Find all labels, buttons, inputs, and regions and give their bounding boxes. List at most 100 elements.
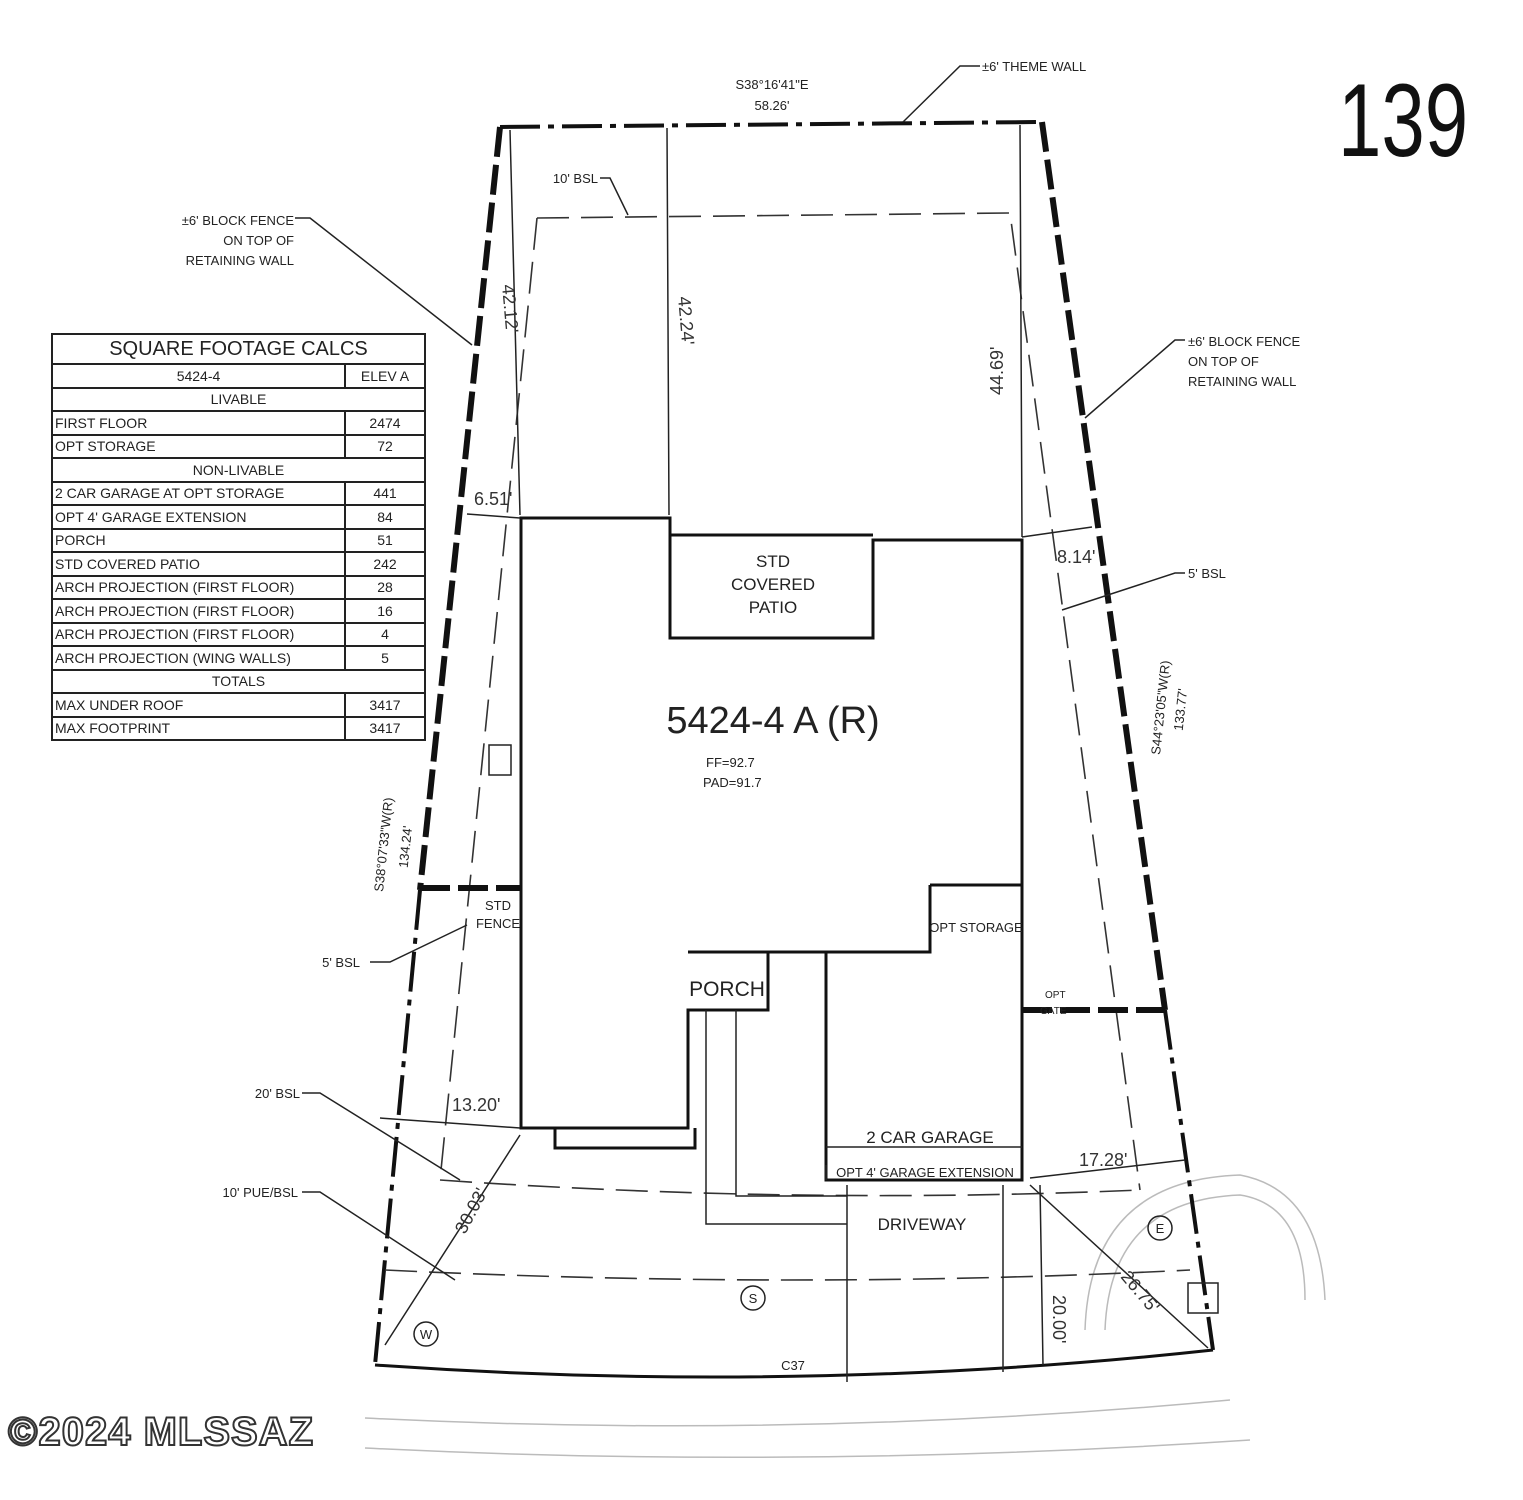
row-label: 2 CAR GARAGE AT OPT STORAGE [51, 480, 346, 506]
dim-17-28: 17.28' [1079, 1150, 1127, 1170]
table-title: SQUARE FOOTAGE CALCS [51, 333, 426, 365]
bearing-top: S38°16'41"E [735, 77, 808, 92]
water-marker-icon [413, 1321, 439, 1347]
bsl-5-left-callout: 5' BSL [322, 955, 360, 970]
block-fence-left-3: RETAINING WALL [186, 253, 294, 268]
dim-20-00: 20.00' [1049, 1295, 1069, 1343]
dim-42-24: 42.24' [674, 296, 698, 346]
row-label: PORCH [51, 527, 346, 553]
porch-label: PORCH [689, 978, 765, 1001]
row-value: 441 [344, 480, 426, 506]
row-value: 84 [344, 504, 426, 530]
bsl-10-top-callout: 10' BSL [553, 171, 598, 186]
sewer-marker-icon [740, 1285, 766, 1311]
bearing-left: S38°07'33"W(R) [371, 797, 396, 893]
opt-gate-label-2: GATE [1040, 1006, 1067, 1017]
pad-elevation: PAD=91.7 [703, 775, 762, 790]
row-label: STD COVERED PATIO [51, 551, 346, 577]
dim-13-20: 13.20' [452, 1095, 500, 1115]
lot-number: 139 [1338, 63, 1469, 179]
section-non-livable: NON-LIVABLE [51, 457, 426, 483]
plan-name: 5424-4 A (R) [666, 700, 879, 742]
row-value: 242 [344, 551, 426, 577]
bearing-right: S44°23'05"W(R) [1148, 660, 1173, 756]
lot-line-left [373, 889, 422, 1366]
block-fence-left-1: ±6' BLOCK FENCE [182, 213, 295, 228]
distance-top: 58.26' [754, 98, 789, 113]
row-value: 28 [344, 574, 426, 600]
bearing-left-group: S38°07'33"W(R) 134.24' [371, 797, 415, 893]
row-label: MAX FOOTPRINT [51, 715, 346, 741]
row-value: 3417 [344, 715, 426, 741]
patio-label-3: PATIO [749, 598, 798, 617]
street-curb-line [364, 1399, 1231, 1427]
electric-marker-label: E [1156, 1221, 1165, 1236]
row-label: FIRST FLOOR [51, 410, 346, 436]
pue-line [384, 1269, 1191, 1281]
row-label: ARCH PROJECTION (WING WALLS) [51, 645, 346, 671]
curve-label: C37 [781, 1358, 805, 1373]
dim-6-51: 6.51' [474, 489, 512, 509]
section-totals: TOTALS [51, 668, 426, 694]
patio-label-2: COVERED [731, 575, 815, 594]
row-value: 16 [344, 598, 426, 624]
cul-de-sac-curve [1104, 1194, 1306, 1331]
row-label: ARCH PROJECTION (FIRST FLOOR) [51, 621, 346, 647]
block-fence-right-1: ±6' BLOCK FENCE [1188, 334, 1301, 349]
row-label: MAX UNDER ROOF [51, 692, 346, 718]
utility-box-icon [1187, 1282, 1219, 1314]
finished-floor: FF=92.7 [706, 755, 755, 770]
theme-wall-callout: ±6' THEME WALL [982, 59, 1086, 74]
bsl-5-right-callout: 5' BSL [1188, 566, 1226, 581]
patio-label-1: STD [756, 552, 790, 571]
setback-20-line [439, 1179, 1141, 1197]
table-row: ARCH PROJECTION (FIRST FLOOR)28 [51, 574, 426, 600]
street-curb-line [364, 1439, 1251, 1459]
row-value: 3417 [344, 692, 426, 718]
row-label: OPT STORAGE [51, 433, 346, 459]
lot-line-top [499, 120, 1043, 129]
table-row: ARCH PROJECTION (FIRST FLOOR)16 [51, 598, 426, 624]
driveway-edges [846, 1185, 1004, 1382]
row-label: ARCH PROJECTION (FIRST FLOOR) [51, 598, 346, 624]
distance-left: 134.24' [396, 825, 415, 869]
setback-line [439, 217, 538, 1181]
dim-8-14: 8.14' [1057, 547, 1095, 567]
copyright-watermark: ©2024 MLSSAZ [7, 1409, 315, 1455]
opt-storage-label: OPT STORAGE [929, 920, 1023, 935]
distance-right: 133.77' [1171, 688, 1190, 732]
garage-extension-label: OPT 4' GARAGE EXTENSION [836, 1165, 1014, 1180]
row-value: 51 [344, 527, 426, 553]
opt-gate-label-1: OPT [1045, 990, 1066, 1001]
lot-line-right [1163, 1009, 1215, 1351]
std-fence-label-2: FENCE [476, 916, 520, 931]
meter-icon [488, 744, 512, 776]
block-fence-right-2: ON TOP OF [1188, 354, 1259, 369]
row-value: 72 [344, 433, 426, 459]
water-marker-label: W [420, 1327, 433, 1342]
table-plan: 5424-4 [51, 363, 346, 389]
block-fence-left-2: ON TOP OF [223, 233, 294, 248]
bsl-20-callout: 20' BSL [255, 1086, 300, 1101]
block-fence-right-3: RETAINING WALL [1188, 374, 1296, 389]
driveway-label: DRIVEWAY [878, 1215, 967, 1234]
sewer-marker-label: S [749, 1291, 758, 1306]
house-footprint [519, 516, 1024, 1182]
walkway [705, 1010, 847, 1225]
cul-de-sac-curve [1084, 1174, 1326, 1331]
dim-26-75: 26.75' [1117, 1267, 1163, 1317]
bearing-right-group: S44°23'05"W(R) 133.77' [1148, 660, 1190, 756]
table-row: ARCH PROJECTION (WING WALLS)5 [51, 645, 426, 671]
table-elev: ELEV A [344, 363, 426, 389]
section-livable: LIVABLE [51, 386, 426, 412]
dimension-lines [379, 124, 1209, 1366]
garage-extension-line [825, 1146, 1022, 1180]
block-fence-left [417, 126, 503, 891]
